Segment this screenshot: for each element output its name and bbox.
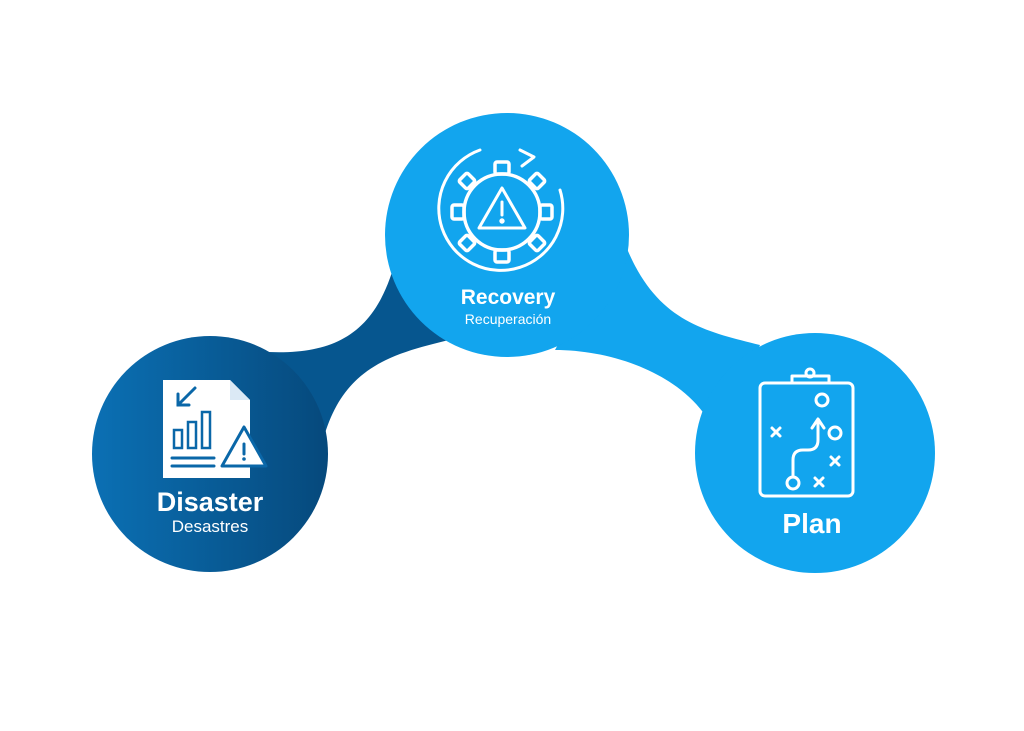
plan-node — [695, 333, 935, 573]
recovery-title: Recovery — [460, 286, 556, 309]
report-chart-warning-icon — [163, 380, 268, 478]
gear-warning-cycle-icon — [437, 148, 565, 272]
strategy-clipboard-icon — [758, 367, 855, 498]
disaster-subtitle: Desastres — [171, 517, 249, 536]
plan-title: Plan — [782, 508, 842, 539]
recovery-node — [385, 113, 629, 357]
disaster-title: Disaster — [156, 487, 264, 517]
recovery-subtitle: Recuperación — [464, 311, 552, 327]
